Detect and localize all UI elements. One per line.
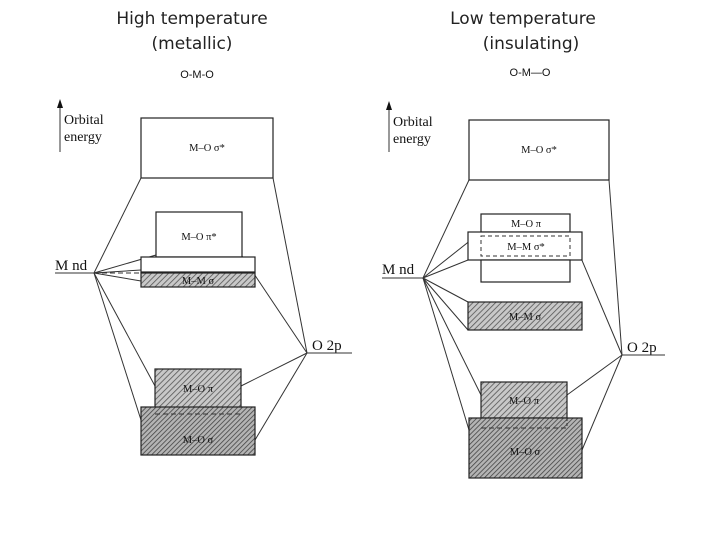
high-title-line2: (metallic) [152,34,233,54]
low-correlation-lines [422,179,623,451]
low-mm-sigma-label: M–M σ [509,312,542,323]
high-mo-pi-label: M–O π [183,384,214,395]
low-mo-sigma-box: M–O σ [468,417,583,479]
low-title-line1: Low temperature [450,9,596,29]
low-mo-pi-box: M–O π [480,381,568,419]
low-mo-pi-top-label: M–O π [511,219,542,230]
high-m-nd-label: M nd [55,258,88,274]
low-axis-label-line1: Orbital [393,115,433,130]
low-axis-label-line2: energy [393,132,431,147]
low-energy-axis: Orbital energy [386,101,433,152]
high-temperature-panel: High temperature (metallic) O-M-O Orbita… [55,9,352,456]
low-m-nd-label: M nd [382,262,415,278]
low-mm-sigma-star-box: M–M σ* [467,231,583,283]
high-mm-sigma-label: M–M σ [182,276,215,287]
high-title-line1: High temperature [116,9,267,29]
low-o-2p-label: O 2p [627,340,657,356]
high-mo-sigma-star-box: M–O σ* [140,117,274,179]
high-formula: O-M-O [180,69,214,81]
low-mm-sigma-star-label: M–M σ* [507,242,544,253]
low-formula: O-M—O [510,67,551,79]
low-title-line2: (insulating) [483,34,580,54]
low-mo-sigma-star-label: M–O σ* [521,145,557,156]
high-energy-axis: Orbital energy [57,99,104,152]
high-fermi-level [94,256,256,274]
low-temperature-panel: Low temperature (insulating) O-M—O Orbit… [382,9,665,479]
high-o-2p-label: O 2p [312,338,342,354]
low-mo-sigma-label: M–O σ [510,447,541,458]
high-axis-label-line2: energy [64,130,102,145]
high-mo-pi-star-box: M–O π* [155,211,243,263]
high-mo-sigma-box: M–O σ [140,406,256,456]
high-mo-sigma-star-label: M–O σ* [189,143,225,154]
low-mo-pi-top-box: M–O π [480,213,571,233]
low-mo-sigma-star-box: M–O σ* [468,119,610,181]
low-mm-sigma-box: M–M σ [467,301,583,331]
high-mm-sigma-box: M–M σ [140,272,256,288]
low-axis-arrow-icon [386,101,392,110]
low-mo-pi-label: M–O π [509,396,540,407]
high-axis-arrow-icon [57,99,63,108]
high-correlation-lines [93,177,308,441]
high-axis-label-line1: Orbital [64,113,104,128]
high-mo-pi-box: M–O π [154,368,242,410]
high-mo-pi-star-label: M–O π* [181,232,216,243]
high-mo-sigma-label: M–O σ [183,435,214,446]
